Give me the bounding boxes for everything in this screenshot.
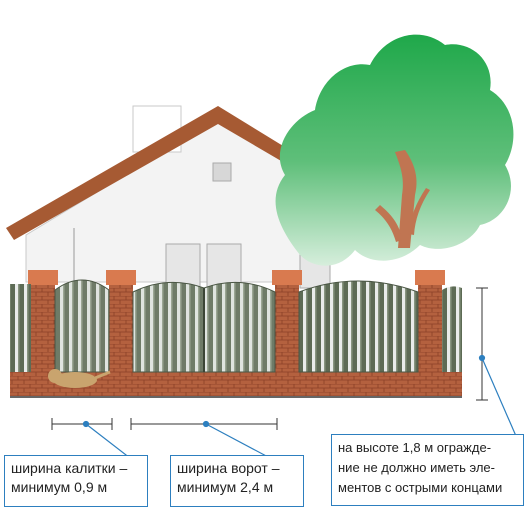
dog-figure xyxy=(48,369,111,388)
roof xyxy=(6,106,306,240)
gate-width-line-2: минимум 0,9 м xyxy=(11,479,108,495)
callout-leaders xyxy=(82,354,517,459)
brick-pillar xyxy=(275,284,299,396)
house-window xyxy=(165,243,201,289)
height-rule-line-3: ментов с острыми концами xyxy=(338,480,503,495)
fence-section-right xyxy=(298,280,419,373)
gate-width-line-1: ширина калитки – xyxy=(11,460,128,476)
brick-pillar xyxy=(109,284,133,396)
brick-pillars xyxy=(28,270,445,396)
main-gate-width-line-2: минимум 2,4 м xyxy=(177,479,274,495)
attic-window xyxy=(212,162,232,182)
fence-section-end xyxy=(442,286,462,372)
main-gate-width-callout: ширина ворот – минимум 2,4 м xyxy=(170,455,304,507)
dimension-height xyxy=(476,287,488,401)
main-gate-width-line-1: ширина ворот – xyxy=(177,460,280,476)
height-rule-callout: на высоте 1,8 м огражде- ние не должно и… xyxy=(331,434,524,506)
height-rule-line-1: на высоте 1,8 м огражде- xyxy=(338,440,492,455)
tree xyxy=(275,34,514,266)
brick-pillar xyxy=(418,284,442,396)
fence-section-left xyxy=(10,284,31,372)
wicket-gate xyxy=(54,279,110,373)
house-window xyxy=(206,243,242,289)
height-rule-line-2: ние не должно иметь эле- xyxy=(338,460,495,475)
gate-width-callout: ширина калитки – минимум 0,9 м xyxy=(4,455,148,507)
dimension-gate xyxy=(51,418,113,430)
